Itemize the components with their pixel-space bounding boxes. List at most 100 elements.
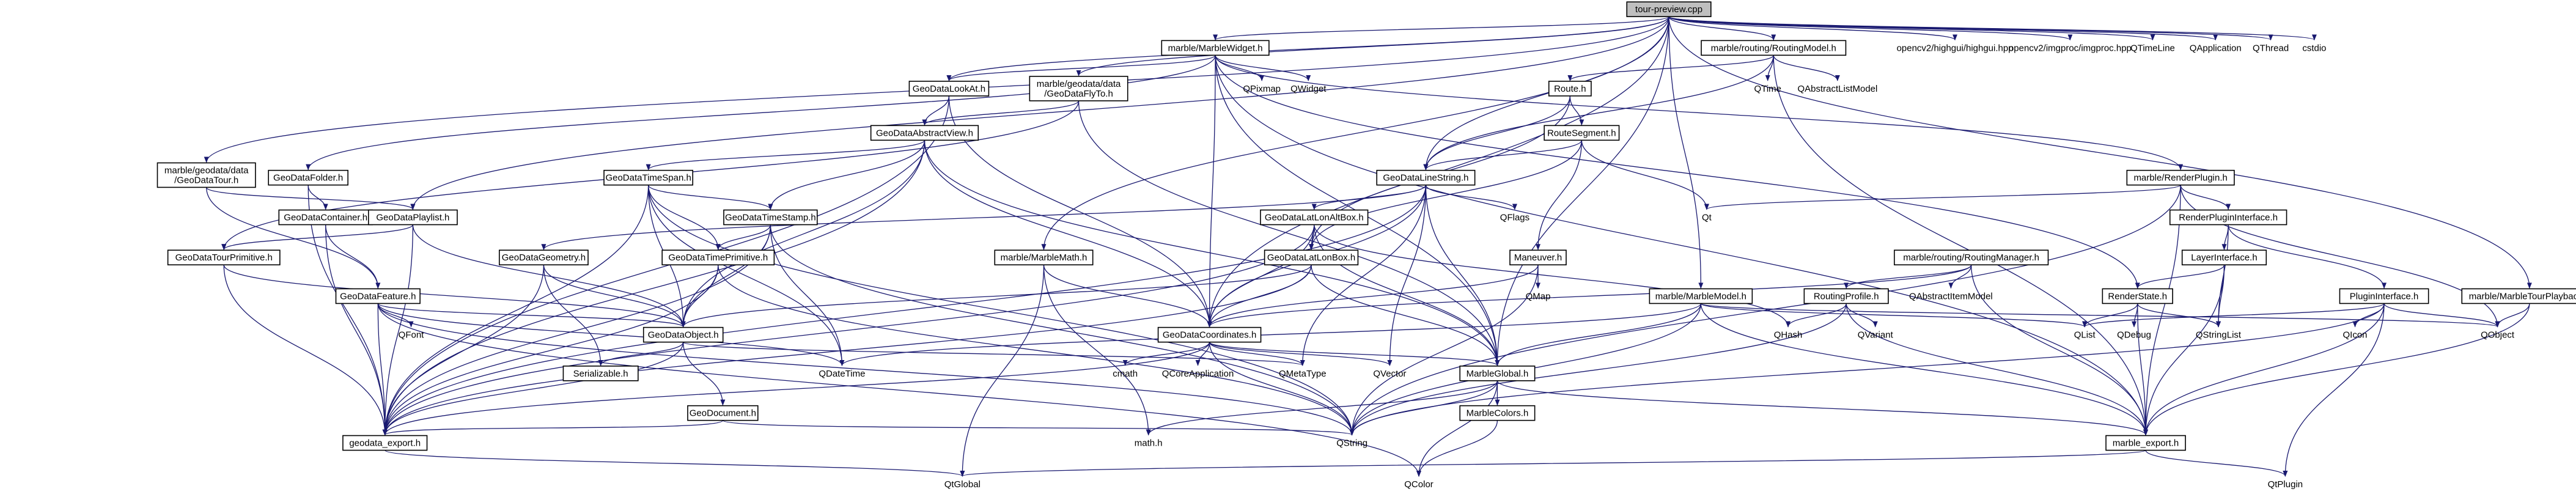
node-marble-marblewidget-h[interactable]: marble/MarbleWidget.h bbox=[1161, 40, 1270, 56]
node-marble-geodata-data-geodatatour-h[interactable]: marble/geodata/data/GeoDataTour.h bbox=[156, 162, 256, 188]
node-serializable-h[interactable]: Serializable.h bbox=[562, 366, 639, 381]
edge-marble-marbletourplayback-h-to-qobject bbox=[2495, 303, 2530, 328]
nodes-layer: tour-preview.cpp marble/MarbleWidget.h mar… bbox=[156, 1, 2576, 491]
node-geodataplaylist-h[interactable]: GeoDataPlaylist.h bbox=[367, 209, 458, 226]
node-label: QHash bbox=[1774, 330, 1803, 341]
node-qhash[interactable]: QHash bbox=[1772, 328, 1805, 342]
edge-geodatatimestamp-h-to-geodatatimeprimitive-h bbox=[715, 224, 771, 251]
node-qcolor[interactable]: QColor bbox=[1400, 477, 1438, 491]
edge-marble-marblewidget-h-to-geodatalookat-h bbox=[946, 54, 1216, 81]
edge-geodatacoordinates-h-to-geodata-export-h bbox=[382, 342, 1210, 436]
edge-marble-marblewidget-h-to-renderstate-h bbox=[1215, 55, 2140, 289]
node-math-h[interactable]: math.h bbox=[1130, 436, 1168, 451]
node-geodataobject-h[interactable]: GeoDataObject.h bbox=[642, 326, 724, 343]
node-qmetatype[interactable]: QMetaType bbox=[1277, 366, 1328, 381]
node-qlist[interactable]: QList bbox=[2068, 328, 2101, 342]
node-qt[interactable]: Qt bbox=[1697, 210, 1716, 225]
node-marble-routing-routingmanager-h[interactable]: marble/routing/RoutingManager.h bbox=[1894, 249, 2049, 266]
node-qobject[interactable]: QObject bbox=[2476, 328, 2519, 342]
node-geodatafeature-h[interactable]: GeoDataFeature.h bbox=[335, 288, 421, 304]
edge-geodataabstractview-h-to-geodatatimestamp-h bbox=[768, 140, 926, 210]
node-qabstractitemmodel[interactable]: QAbstractItemModel bbox=[1904, 289, 1998, 303]
node-qvector[interactable]: QVector bbox=[1369, 366, 1411, 381]
edge-routesegment-h-to-maneuver-h bbox=[1536, 140, 1583, 251]
node-marble-geodata-data-geodataflyto-h[interactable]: marble/geodata/data/GeoDataFlyTo.h bbox=[1029, 76, 1128, 101]
node-qdatetime[interactable]: QDateTime bbox=[816, 366, 867, 381]
node-qmap[interactable]: QMap bbox=[1524, 289, 1552, 303]
node-label: Route.h bbox=[1554, 84, 1586, 94]
node-qthread[interactable]: QThread bbox=[2250, 40, 2292, 55]
node-geodatageometry-h[interactable]: GeoDataGeometry.h bbox=[499, 249, 589, 266]
node-geodataabstractview-h[interactable]: GeoDataAbstractView.h bbox=[870, 125, 979, 141]
edge-routingprofile-h-to-marble-export-h bbox=[1846, 303, 2149, 436]
node-geodatafolder-h[interactable]: GeoDataFolder.h bbox=[268, 169, 348, 186]
node-qtplugin[interactable]: QtPlugin bbox=[2262, 477, 2309, 491]
edge-geodatatimestamp-h-to-qdatetime bbox=[770, 224, 845, 366]
edge-marble-routing-routingmanager-h-to-routingprofile-h bbox=[1844, 264, 1972, 289]
node-geodatatimespan-h[interactable]: GeoDataTimeSpan.h bbox=[603, 169, 694, 186]
node-qtimeline[interactable]: QTimeLine bbox=[2127, 40, 2178, 55]
node-layerinterface-h[interactable]: LayerInterface.h bbox=[2181, 249, 2267, 266]
node-renderstate-h[interactable]: RenderState.h bbox=[2102, 288, 2173, 304]
node-geodatalatlonaltbox-h[interactable]: GeoDataLatLonAltBox.h bbox=[1260, 209, 1369, 226]
node-qdebug[interactable]: QDebug bbox=[2115, 328, 2153, 342]
node-opencv2-imgproc[interactable]: opencv2/imgproc/imgproc.hpp bbox=[2003, 40, 2138, 55]
node-geodatatourprimitive-h[interactable]: GeoDataTourPrimitive.h bbox=[167, 249, 281, 266]
node-marble-marbletourplayback-h[interactable]: marble/MarbleTourPlayback.h bbox=[2461, 288, 2576, 304]
node-marble-export-h[interactable]: marble_export.h bbox=[2105, 435, 2186, 451]
node-marble-marblemodel-h[interactable]: marble/MarbleModel.h bbox=[1649, 288, 1753, 304]
node-marblecolors-h[interactable]: MarbleColors.h bbox=[1459, 405, 1536, 421]
node-qfont[interactable]: QFont bbox=[395, 328, 428, 342]
node-qstringlist[interactable]: QStringList bbox=[2188, 328, 2249, 342]
node-geodatalinestring-h[interactable]: GeoDataLineString.h bbox=[1376, 169, 1476, 186]
node-qabstractlistmodel[interactable]: QAbstractListModel bbox=[1791, 81, 1885, 96]
edge-renderstate-h-to-qstringlist bbox=[2137, 303, 2221, 328]
edge-marble-renderplugin-h-to-marble-export-h bbox=[2143, 185, 2181, 436]
edge-marble-export-h-to-qtglobal bbox=[960, 449, 2146, 477]
node-label: RenderPluginInterface.h bbox=[2179, 213, 2278, 223]
node-marble-renderplugin-h[interactable]: marble/RenderPlugin.h bbox=[2126, 169, 2235, 186]
node-label: Serializable.h bbox=[573, 369, 628, 379]
node-qicon[interactable]: QIcon bbox=[2339, 328, 2372, 342]
node-routingprofile-h[interactable]: RoutingProfile.h bbox=[1803, 288, 1889, 304]
edge-geodatafeature-h-to-qfont bbox=[377, 303, 414, 328]
node-qapplication[interactable]: QApplication bbox=[2183, 40, 2248, 55]
node-marble-marblemath-h[interactable]: marble/MarbleMath.h bbox=[994, 249, 1094, 266]
node-box bbox=[367, 209, 458, 226]
node-box bbox=[2461, 288, 2576, 304]
node-renderplugininterface-h[interactable]: RenderPluginInterface.h bbox=[2169, 209, 2287, 226]
node-geodatacontainer-h[interactable]: GeoDataContainer.h bbox=[278, 209, 373, 226]
node-maneuver-h[interactable]: Maneuver.h bbox=[1509, 249, 1567, 266]
edge-geodatatimestamp-h-to-geodataobject-h bbox=[680, 224, 771, 328]
node-tour-preview-cpp[interactable]: tour-preview.cpp bbox=[1626, 1, 1712, 17]
node-geodatacoordinates-h[interactable]: GeoDataCoordinates.h bbox=[1157, 326, 1262, 343]
node-box bbox=[1701, 40, 1847, 56]
node-cmath[interactable]: cmath bbox=[1109, 366, 1142, 381]
node-qcoreapplication[interactable]: QCoreApplication bbox=[1156, 366, 1240, 381]
node-qflags[interactable]: QFlags bbox=[1496, 210, 1534, 225]
node-qwidget[interactable]: QWidget bbox=[1287, 81, 1330, 96]
node-qpixmap[interactable]: QPixmap bbox=[1241, 81, 1283, 96]
node-routesegment-h[interactable]: RouteSegment.h bbox=[1544, 125, 1620, 141]
node-qvariant[interactable]: QVariant bbox=[1852, 328, 1899, 342]
node-plugininterface-h[interactable]: PluginInterface.h bbox=[2339, 288, 2429, 304]
node-cstdio[interactable]: cstdio bbox=[2295, 40, 2333, 55]
node-label: Qt bbox=[1702, 213, 1712, 223]
node-geodatatimestamp-h[interactable]: GeoDataTimeStamp.h bbox=[723, 209, 818, 226]
edge-geodatageometry-h-to-serializable-h bbox=[543, 265, 603, 366]
node-label: GeoDataLineString.h bbox=[1383, 173, 1468, 183]
node-box bbox=[723, 209, 818, 226]
node-marbleglobal-h[interactable]: MarbleGlobal.h bbox=[1459, 366, 1536, 381]
node-geodata-export-h[interactable]: geodata_export.h bbox=[342, 435, 428, 451]
node-opencv2-highgui[interactable]: opencv2/highgui/highgui.hpp bbox=[1887, 40, 2022, 55]
node-qstring[interactable]: QString bbox=[1331, 436, 1373, 451]
node-label: GeoDataCoordinates.h bbox=[1163, 330, 1256, 341]
node-geodocument-h[interactable]: GeoDocument.h bbox=[687, 405, 759, 421]
node-marble-routing-routingmodel-h[interactable]: marble/routing/RoutingModel.h bbox=[1701, 40, 1847, 56]
node-geodatalatlonbox-h[interactable]: GeoDataLatLonBox.h bbox=[1264, 249, 1359, 266]
node-qtime[interactable]: QTime bbox=[1751, 81, 1784, 96]
node-geodatalookat-h[interactable]: GeoDataLookAt.h bbox=[908, 81, 990, 97]
node-geodatatimeprimitive-h[interactable]: GeoDataTimePrimitive.h bbox=[661, 249, 775, 266]
node-qtglobal[interactable]: QtGlobal bbox=[939, 477, 986, 491]
node-route-h[interactable]: Route.h bbox=[1548, 81, 1592, 97]
